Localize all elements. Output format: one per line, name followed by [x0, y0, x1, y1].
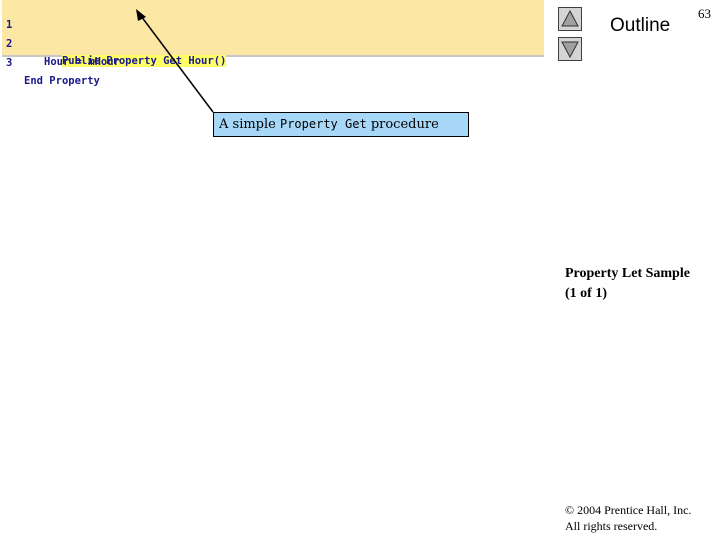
line-number: 1	[6, 19, 13, 31]
assignment-right: Hour	[94, 56, 120, 68]
code-listing: 1 Public Property Get Hour() 2 Hour = mH…	[2, 0, 544, 87]
copyright-notice: © 2004 Prentice Hall, Inc. All rights re…	[565, 502, 691, 534]
line-number: 3	[6, 57, 13, 69]
slide-subtitle: Property Let Sample (1 of 1)	[565, 264, 690, 304]
copyright-line-2: All rights reserved.	[565, 519, 658, 533]
code-line-2: 2 Hour = mHour	[2, 17, 120, 68]
keyword-property: Property	[49, 75, 100, 87]
subtitle-line-1: Property Let Sample	[565, 266, 690, 281]
callout-suffix: procedure	[366, 117, 439, 132]
keyword-public: Public	[61, 55, 100, 67]
code-line-3: 3 End Property	[2, 36, 100, 87]
line-number: 2	[6, 38, 13, 50]
page-number: 63	[698, 6, 711, 21]
assignment-left: Hour = m	[44, 56, 95, 68]
procedure-name: Hour()	[188, 55, 227, 67]
keyword-get: Get	[163, 55, 183, 67]
subtitle-line-2: (1 of 1)	[565, 286, 607, 301]
callout-box: A simple Property Get procedure	[213, 112, 469, 137]
previous-slide-button[interactable]	[558, 7, 582, 31]
outline-link[interactable]: Outline	[610, 15, 671, 36]
triangle-up-icon	[561, 9, 579, 27]
code-line-1: 1 Public Property Get Hour()	[2, 0, 227, 67]
keyword-end: End	[24, 75, 43, 87]
triangle-down-icon	[561, 41, 579, 59]
callout-code: Property Get	[279, 117, 367, 131]
copyright-line-1: © 2004 Prentice Hall, Inc.	[565, 503, 692, 517]
next-slide-button[interactable]	[558, 37, 582, 61]
callout-prefix: A simple	[219, 117, 280, 132]
